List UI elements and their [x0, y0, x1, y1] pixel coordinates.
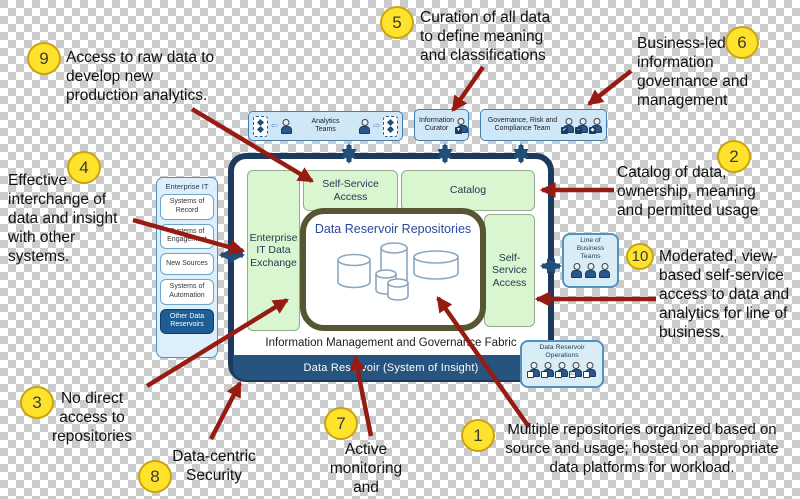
- data-reservoir-title-bar: Data Reservoir (System of Insight): [233, 355, 549, 380]
- governance-person-icon: ◆: [589, 118, 602, 134]
- callout-2-text: Catalog of data, ownership, meaning and …: [617, 164, 759, 219]
- callout-8-text: Data-centric Security: [172, 448, 256, 484]
- governance-fabric-label: Information Management and Governance Fa…: [265, 337, 517, 349]
- curator-person-icon: ▼: [455, 118, 468, 134]
- data-reservoir-repositories-box: Data Reservoir Repositories: [300, 208, 486, 331]
- arrow-5-to-information-curator: [451, 65, 485, 112]
- analytics-teams-label: Analytics Teams: [311, 117, 340, 133]
- catalog-box: Catalog: [401, 170, 535, 211]
- callout-7-number: 7: [324, 407, 358, 440]
- callout-9-number: 9: [27, 42, 61, 75]
- business-person-icon: [599, 263, 610, 279]
- information-curator-label: Information Curator: [419, 116, 455, 132]
- analytics-teams-box: ⇦ Analytics Teams ⇨: [248, 111, 403, 141]
- data-reservoir-title: Data Reservoir (System of Insight): [303, 361, 479, 374]
- callout-6-number: 6: [725, 26, 759, 59]
- operations-person-icon: [582, 362, 596, 379]
- callout-4-text: Effective interchange of data and insigh…: [8, 172, 118, 265]
- flow-right-arrow-icon: ⇨: [373, 121, 380, 131]
- business-person-icon: [571, 263, 582, 279]
- governance-team-label: Governance, Risk and Compliance Team: [487, 116, 558, 132]
- self-service-access-top-box: Self-Service Access: [303, 170, 398, 211]
- governance-person-icon: −: [575, 118, 588, 134]
- sidebar-item-systems-of-automation: Systems of Automation: [160, 279, 214, 305]
- callout-3-number: 3: [20, 386, 54, 419]
- data-asset-icon: [383, 115, 398, 137]
- operations-person-icon: [526, 362, 540, 379]
- sidebar-item-other-data-reservoirs: Other Data Reservoirs: [160, 308, 214, 334]
- callout-9-text: Access to raw data to develop new produc…: [66, 49, 215, 104]
- repositories-title: Data Reservoir Repositories: [314, 222, 472, 236]
- governance-team-box: Governance, Risk and Compliance Team ✔ −…: [480, 109, 607, 141]
- enterprise-it-panel: Enterprise IT Systems of Record Systems …: [156, 177, 218, 358]
- analyst-person-icon: [359, 119, 371, 134]
- sidebar-item-new-sources: New Sources: [160, 253, 214, 275]
- self-service-access-right-box: Self- Service Access: [484, 214, 535, 327]
- callout-4-number: 4: [67, 151, 101, 184]
- arrow-8-to-reservoir-corner: [209, 381, 242, 441]
- data-asset-icon: [253, 115, 268, 137]
- line-of-business-teams-label: Line of Business Teams: [576, 237, 605, 261]
- callout-1-number: 1: [461, 419, 495, 452]
- callout-2-number: 2: [717, 140, 751, 173]
- callout-7-text: Active monitoring and management of data: [321, 441, 411, 499]
- database-cylinders-icon: [337, 242, 459, 301]
- enterprise-it-data-exchange-box: Enterprise IT Data Exchange: [247, 170, 300, 331]
- callout-6-text: Business-led information governance and …: [637, 35, 749, 109]
- business-person-icon: [585, 263, 596, 279]
- analyst-person-icon: [280, 119, 292, 134]
- flow-left-arrow-icon: ⇦: [271, 121, 278, 131]
- callout-10-number: 10: [626, 243, 654, 270]
- data-reservoir-operations-label: Data Reservoir Operations: [539, 344, 585, 360]
- callout-5-number: 5: [380, 6, 414, 39]
- governance-person-icon: ✔: [561, 118, 574, 134]
- callout-8-number: 8: [138, 460, 172, 493]
- enterprise-it-title: Enterprise IT: [165, 182, 209, 191]
- operations-person-icon: [540, 362, 554, 379]
- callout-10-text: Moderated, view- based self-service acce…: [659, 248, 790, 341]
- operations-person-icon: [554, 362, 568, 379]
- callout-5-text: Curation of all data to define meaning a…: [420, 9, 551, 64]
- arrow-6-to-governance-team: [587, 69, 633, 106]
- operations-person-icon: DC: [568, 362, 582, 379]
- sidebar-item-systems-of-record: Systems of Record: [160, 194, 214, 220]
- sidebar-item-systems-of-engagement: Systems of Engagement: [160, 223, 214, 249]
- information-curator-box: Information Curator ▼: [414, 109, 469, 141]
- line-of-business-teams-box: Line of Business Teams: [562, 233, 619, 288]
- callout-3-text: No direct access to repositories: [51, 390, 133, 445]
- data-reservoir-operations-box: Data Reservoir Operations DC: [520, 340, 604, 388]
- callout-1-text: Multiple repositories organized based on…: [505, 421, 779, 476]
